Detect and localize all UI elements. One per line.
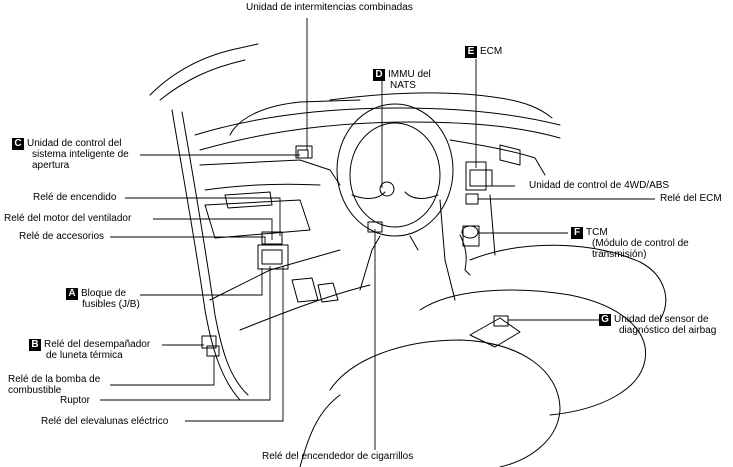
label-bloque-line1: Bloque de <box>81 288 127 299</box>
console-right <box>489 194 496 256</box>
leader-ventilador <box>153 218 273 240</box>
badge-f: F <box>571 227 583 239</box>
label-elevalunas: Relé del elevalunas eléctrico <box>41 416 169 427</box>
label-b-line1: Relé del desempañador <box>44 339 151 350</box>
comp-jb-2 <box>261 249 283 265</box>
comp-bomba <box>206 345 220 357</box>
label-bomba-line2: combustible <box>8 385 62 396</box>
steering-column-2 <box>409 235 419 251</box>
leader-bloque <box>140 268 263 296</box>
label-immu-line2: NATS <box>390 80 416 91</box>
label-unidad-intermitencias: Unidad de intermitencias combinadas <box>246 2 413 13</box>
label-airbag-line2: diagnóstico del airbag <box>619 325 717 336</box>
steering-wheel-outer <box>336 103 454 237</box>
label-rele-ventilador: Relé del motor del ventilador <box>4 213 132 224</box>
dash-lower <box>204 183 321 191</box>
comp-rele-ecm <box>465 193 479 205</box>
seat-cushion <box>419 289 647 416</box>
label-tcm-line1: TCM <box>586 227 608 238</box>
steering-wheel-inner <box>349 122 441 228</box>
badge-b: B <box>29 339 41 351</box>
vent-left <box>224 191 273 209</box>
glovebox <box>204 199 311 239</box>
comp-jb <box>257 244 289 270</box>
label-c-line3: apertura <box>32 160 70 171</box>
label-rele-ecm: Relé del ECM <box>660 193 722 204</box>
label-ecm-text: ECM <box>480 46 503 57</box>
seat-back <box>469 244 667 321</box>
kick-panel <box>209 249 341 301</box>
a-pillar-inner <box>159 59 246 101</box>
steering-column <box>359 235 381 291</box>
label-c-line1: Unidad de control del <box>27 138 122 149</box>
pedal-2 <box>317 282 339 303</box>
vent-right <box>499 144 521 166</box>
comp-b <box>201 335 217 349</box>
label-bomba-line1: Relé de la bomba de <box>8 374 101 385</box>
badge-g: G <box>599 314 611 326</box>
pedal-1 <box>291 277 319 303</box>
label-rele-encendido: Relé de encendido <box>33 192 117 203</box>
dash-top <box>194 107 561 136</box>
console-left <box>439 199 456 301</box>
door-frame <box>171 109 241 401</box>
label-encendedor-cigarrillos: Relé del encendedor de cigarrillos <box>262 451 414 462</box>
leader-accesorios <box>110 236 266 245</box>
label-airbag-line1: Unidad del sensor de <box>614 314 709 325</box>
dash-hood <box>229 99 361 136</box>
shift-lever <box>459 234 471 276</box>
label-ruptor: Ruptor <box>60 395 91 406</box>
label-immu-line1: IMMU del <box>388 69 431 80</box>
windshield-base <box>329 92 553 119</box>
a-pillar <box>149 43 259 96</box>
shift-knob <box>461 225 479 239</box>
dash-face <box>199 159 341 186</box>
badge-d: D <box>373 69 385 81</box>
comp-4wd <box>469 169 493 187</box>
steering-spoke-l <box>351 191 386 199</box>
label-unidad-4wd: Unidad de control de 4WD/ABS <box>529 180 670 191</box>
leader-ruptor <box>100 266 271 401</box>
dash-top-2 <box>199 121 561 151</box>
comp-tcm <box>462 225 480 247</box>
floor-line <box>239 284 371 331</box>
leader-elevalunas <box>185 266 284 422</box>
steering-spoke-r <box>404 191 439 199</box>
comp-immu <box>379 181 395 197</box>
label-tcm-line3: transmisión) <box>592 249 647 260</box>
comp-c-unit <box>297 149 309 159</box>
leader-lines <box>100 18 655 450</box>
label-rele-accesorios: Relé de accesorios <box>19 231 105 242</box>
seat-cushion-2 <box>329 339 561 467</box>
comp-airbag <box>493 315 509 327</box>
label-tcm-line2: (Módulo de control de <box>592 238 689 249</box>
label-c-line2: sistema inteligente de <box>32 149 129 160</box>
label-bloque-line2: fusibles (J/B) <box>82 299 140 310</box>
seat-center <box>469 317 521 348</box>
door-frame-inner <box>181 111 249 396</box>
badge-c: C <box>12 138 24 150</box>
badge-a: A <box>66 288 78 300</box>
leader-bomba <box>110 356 215 386</box>
label-b-line2: de luneta térmica <box>46 350 123 361</box>
seat-side <box>299 394 341 467</box>
badge-e: E <box>465 46 477 58</box>
leader-encendido <box>125 197 281 236</box>
dash-right <box>449 139 546 176</box>
